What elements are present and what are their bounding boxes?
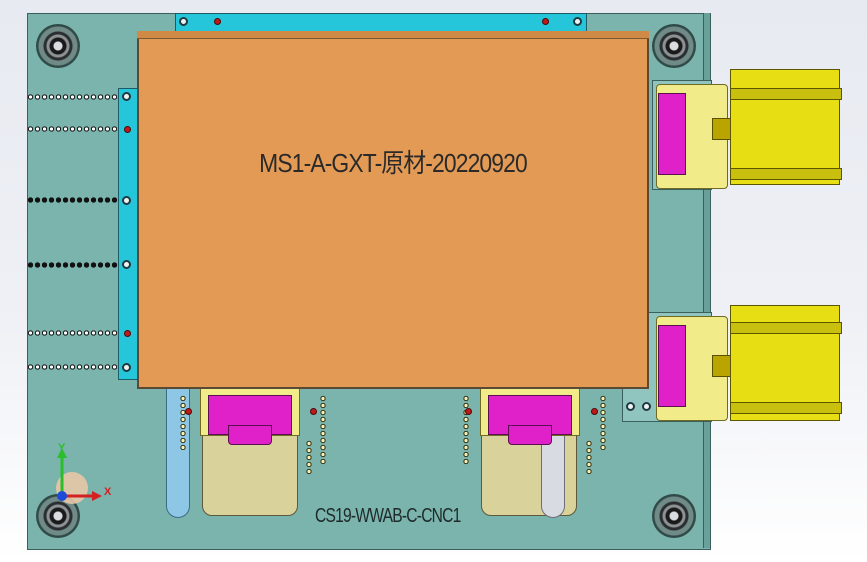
bottom-clamp-tip-right [508,425,552,445]
y-axis-head [57,448,67,458]
workpiece-label: MS1-A-GXT-原材-20220920 [259,148,528,178]
z-axis-origin [57,491,67,501]
right-clamp-jaw-bottom [658,325,686,407]
locating-pin [185,408,192,415]
corner-bolt-bottom-right [652,494,696,538]
rail-screw [122,92,131,101]
coordinate-triad: Y X [56,442,112,504]
x-axis-label: X [104,486,112,498]
rail-screw [122,196,131,205]
hole-column [180,395,186,450]
motor-ring [730,168,842,180]
corner-bolt-top-right [652,24,696,68]
hole-column [320,395,326,465]
y-axis-label: Y [58,442,66,454]
clamp-screw [642,402,651,411]
motor-ring [730,402,842,414]
locating-pin [591,408,598,415]
hole-column [600,395,606,450]
locating-pin [310,408,317,415]
top-locating-rail [175,13,587,33]
vacuum-hole-row [27,126,119,132]
motor-ring [730,322,842,334]
fixture-label: CS19-WWAB-C-CNC1 [315,505,461,527]
hole-column [463,395,469,465]
rail-screw [122,260,131,269]
locating-pin [124,126,131,133]
bottom-slot-left [166,385,190,518]
vacuum-hole-row [27,94,119,100]
rail-screw [179,17,188,26]
locating-pin [124,330,131,337]
vacuum-hole-row [27,330,119,336]
workpiece-block [137,31,649,389]
bottom-clamp-tip-left [228,425,272,445]
rail-screw [573,17,582,26]
hole-column [586,440,592,475]
rail-screw [122,363,131,372]
locating-pin [542,18,549,25]
vacuum-hole-row [27,364,119,370]
corner-bolt-top-left [36,24,80,68]
hole-column [306,440,312,475]
base-plate-edge [703,13,710,548]
workpiece-top-edge [137,31,649,39]
vacuum-hole-row [27,262,119,268]
clamp-screw [626,402,635,411]
locating-pin [465,408,472,415]
x-axis-head [92,491,102,501]
vacuum-hole-row [27,197,119,203]
locating-pin [214,18,221,25]
right-clamp-jaw-top [658,93,686,175]
motor-ring [730,88,842,100]
